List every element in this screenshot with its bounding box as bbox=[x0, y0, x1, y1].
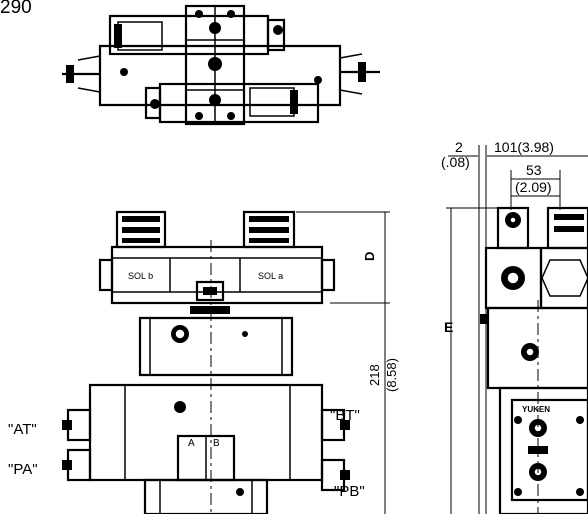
port-pb-label: "PB" bbox=[334, 483, 365, 500]
port-at-label: "AT" bbox=[8, 421, 37, 438]
front-view: SOL b SOL a A B bbox=[8, 210, 399, 514]
dim-d-label: D bbox=[362, 252, 377, 261]
sol-a-label: SOL a bbox=[258, 271, 283, 281]
port-b-label: B bbox=[213, 438, 220, 449]
dim-height-in: (8.58) bbox=[384, 358, 399, 392]
corner-label: 290 bbox=[0, 0, 32, 18]
side-view: 2 (.08) 101(3.98) 53 (2.09) E bbox=[441, 139, 588, 514]
dim-inner-in: (2.09) bbox=[515, 179, 552, 195]
sol-b-label: SOL b bbox=[128, 271, 153, 281]
dim-height-mm: 218 bbox=[367, 364, 382, 386]
port-pa-label: "PA" bbox=[8, 461, 38, 478]
dim-offset-in: (.08) bbox=[441, 154, 470, 170]
dim-offset-mm: 2 bbox=[455, 139, 463, 155]
brand-label: YUKEN bbox=[522, 405, 550, 414]
dim-e-label: E bbox=[444, 319, 453, 335]
dim-inner-mm: 53 bbox=[526, 162, 542, 178]
port-bt-label: "BT" bbox=[330, 407, 360, 424]
top-view bbox=[62, 4, 380, 126]
dim-width: 101(3.98) bbox=[494, 139, 554, 155]
port-a-label: A bbox=[188, 438, 195, 449]
